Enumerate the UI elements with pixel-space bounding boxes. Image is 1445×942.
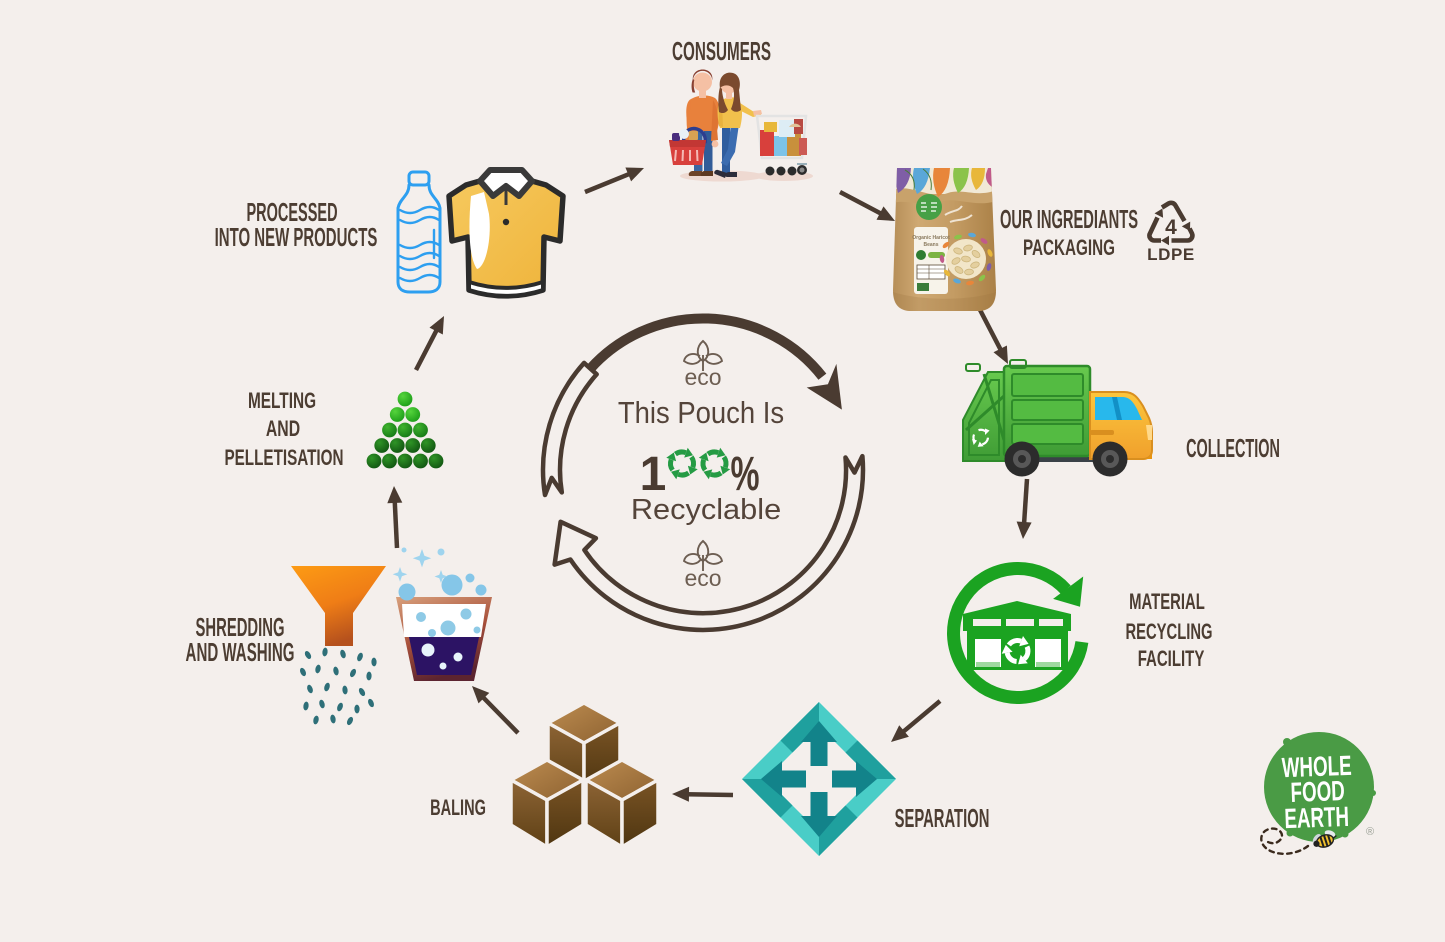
svg-text:%: % [730,447,759,501]
svg-text:COLLECTION: COLLECTION [1186,435,1280,463]
svg-text:1: 1 [640,448,667,501]
svg-text:FACILITY: FACILITY [1138,646,1205,671]
svg-text:MELTING: MELTING [248,389,316,413]
svg-text:PROCESSED: PROCESSED [246,199,337,227]
svg-text:eco: eco [684,565,721,591]
svg-text:MATERIAL: MATERIAL [1129,589,1205,614]
svg-text:CONSUMERS: CONSUMERS [672,37,771,66]
svg-text:PELLETISATION: PELLETISATION [224,446,343,470]
svg-text:SEPARATION: SEPARATION [895,805,990,833]
svg-text:Beans: Beans [923,242,938,248]
svg-text:AND: AND [266,418,300,442]
svg-text:BALING: BALING [430,795,486,820]
svg-text:OUR INGREDIANTS: OUR INGREDIANTS [1000,206,1138,234]
svg-text:4: 4 [1165,216,1177,239]
svg-text:eco: eco [684,364,721,390]
svg-text:RECYCLING: RECYCLING [1125,619,1212,644]
svg-text:SHREDDING: SHREDDING [195,614,284,642]
svg-text:FOOD: FOOD [1290,775,1345,809]
svg-text:EARTH: EARTH [1284,801,1350,835]
svg-text:®: ® [1366,826,1374,838]
svg-text:LDPE: LDPE [1147,245,1195,264]
svg-text:Organic Haricot: Organic Haricot [912,235,950,241]
svg-text:This Pouch Is: This Pouch Is [618,397,784,431]
svg-text:INTO NEW PRODUCTS: INTO NEW PRODUCTS [215,224,378,252]
svg-text:Recyclable: Recyclable [631,494,781,526]
svg-text:AND WASHING: AND WASHING [186,638,295,667]
svg-text:PACKAGING: PACKAGING [1023,236,1115,260]
svg-text:WHOLE: WHOLE [1281,750,1352,784]
